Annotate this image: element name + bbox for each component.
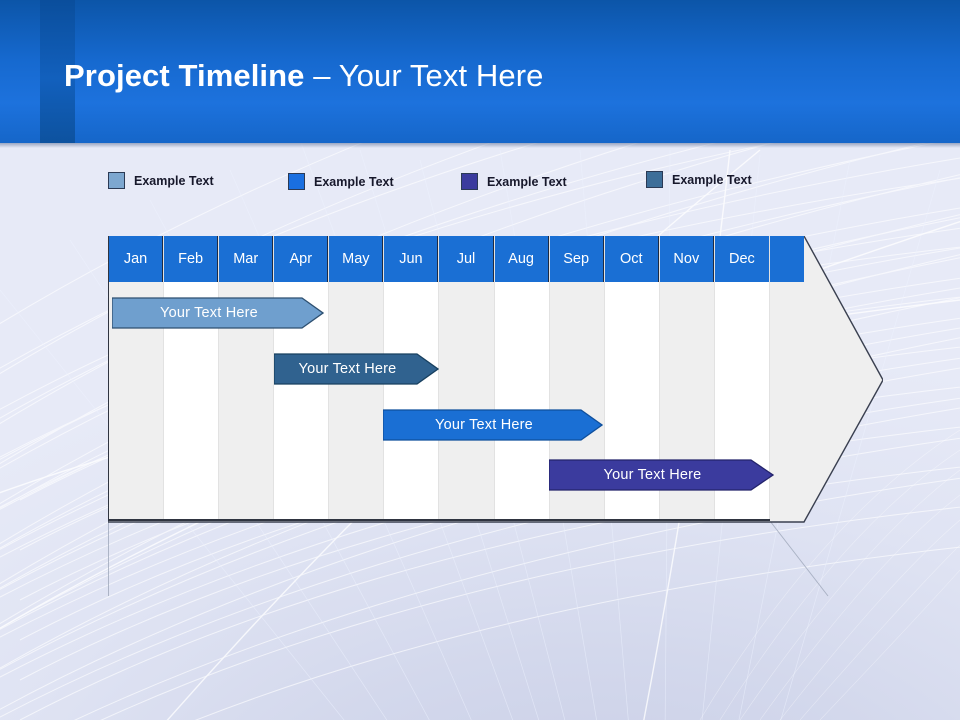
month-header-label: Jun [384,236,439,282]
month-header-label: Nov [659,236,714,282]
month-header-label: May [329,236,384,282]
title-band [0,0,960,143]
legend-label: Example Text [487,174,567,189]
task-bar-label: Your Text Here [298,361,397,377]
task-bar-3[interactable]: Your Text Here [383,408,603,442]
task-bar-label: Your Text Here [603,467,702,483]
legend-label: Example Text [134,173,214,188]
legend-swatch-icon [461,173,478,190]
legend-item-2[interactable]: Example Text [288,173,394,190]
title-accent-mid [40,0,75,143]
legend-item-1[interactable]: Example Text [108,172,214,189]
month-header-extension [770,236,804,282]
legend-item-3[interactable]: Example Text [461,173,567,190]
month-header-label: Dec [714,236,769,282]
title-band-shadow [0,143,960,148]
legend-swatch-icon [108,172,125,189]
legend-swatch-icon [646,171,663,188]
month-column-jan[interactable]: Jan [109,236,165,519]
legend-label: Example Text [672,172,752,187]
task-bar-label: Your Text Here [435,417,533,433]
legend-label: Example Text [314,174,394,189]
page-title: Project Timeline – Your Text Here [64,58,543,94]
month-header-label: Jan [109,236,164,282]
task-bar-label: Your Text Here [160,305,258,321]
month-column-jun[interactable]: Jun [384,236,440,519]
title-accent-dark [0,0,40,143]
month-header-label: Mar [219,236,274,282]
task-bar-4[interactable]: Your Text Here [549,458,774,492]
month-column-aug[interactable]: Aug [494,236,550,519]
month-header-label: Jul [439,236,494,282]
month-header-label: Apr [274,236,329,282]
month-header-label: Oct [604,236,659,282]
task-bar-1[interactable]: Your Text Here [112,296,324,330]
month-column-dec[interactable]: Dec [714,236,770,519]
legend-item-4[interactable]: Example Text [646,171,752,188]
legend-swatch-icon [288,173,305,190]
month-header-label: Feb [164,236,219,282]
month-header-label: Aug [494,236,549,282]
task-bar-2[interactable]: Your Text Here [274,352,439,386]
month-column-feb[interactable]: Feb [164,236,220,519]
page-title-light: – Your Text Here [304,58,544,93]
month-column-jul[interactable]: Jul [439,236,495,519]
month-column-apr[interactable]: Apr [274,236,330,519]
month-column-mar[interactable]: Mar [219,236,275,519]
page-title-strong: Project Timeline [64,58,305,93]
month-column-oct[interactable]: Oct [604,236,660,519]
month-header-label: Sep [549,236,604,282]
